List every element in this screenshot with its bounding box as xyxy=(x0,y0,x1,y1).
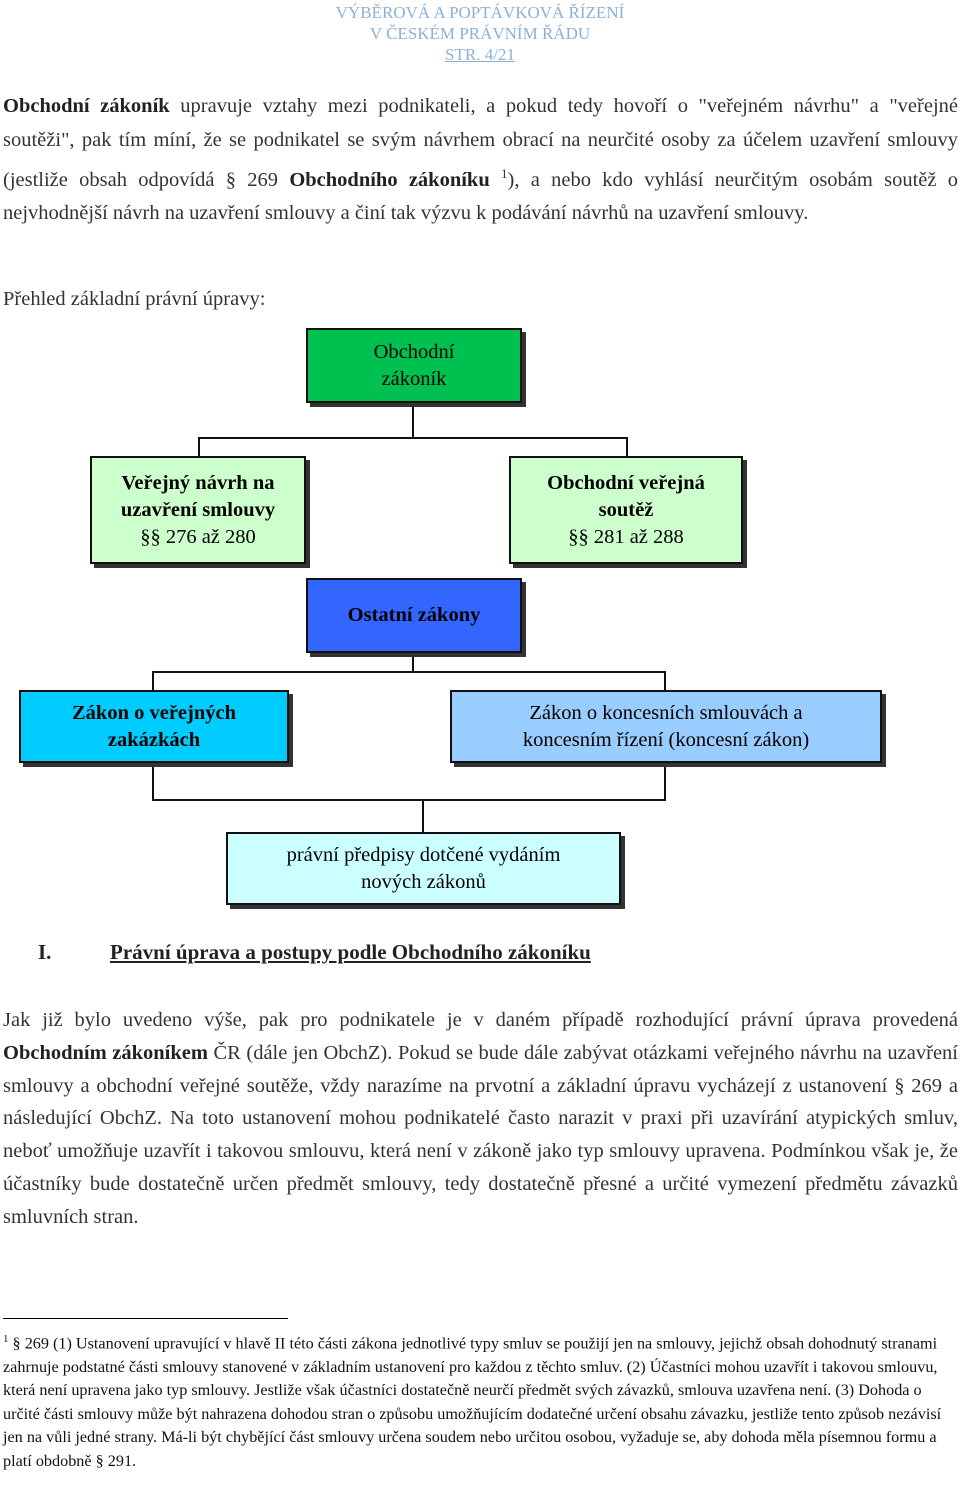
footnote-separator xyxy=(3,1318,288,1319)
node-text: Veřejný návrh na xyxy=(121,471,275,494)
connector-root-horizontal xyxy=(198,437,628,439)
connector-to-left xyxy=(198,437,200,457)
node-zakon-verejne-zakazky: Zákon o veřejných zakázkách xyxy=(19,690,289,763)
body-bold-1: Obchodním zákoníkem xyxy=(3,1041,208,1064)
node-text: uzavření smlouvy xyxy=(120,498,276,521)
body-text-2: ČR (dále jen ObchZ). Pokud se bude dále … xyxy=(3,1041,958,1228)
node-text: koncesním řízení (koncesní zákon) xyxy=(522,728,810,751)
node-text: Obchodní veřejná xyxy=(547,471,705,494)
running-header: VÝBĚROVÁ A POPTÁVKOVÁ ŘÍZENÍ V ČESKÉM PR… xyxy=(280,2,680,65)
header-line-2: V ČESKÉM PRÁVNÍM ŘÁDU xyxy=(369,24,591,43)
connector-to-bottom xyxy=(422,799,424,833)
node-text: Zákon o veřejných xyxy=(72,701,236,724)
node-text: soutěž xyxy=(598,498,654,521)
body-paragraph: Jak již bylo uvedeno výše, pak pro podni… xyxy=(3,1004,958,1234)
connector-to-law2 xyxy=(664,671,666,691)
node-text: Ostatní zákony xyxy=(347,604,481,626)
footnote-mark: 1 xyxy=(3,1333,9,1345)
node-obchodni-verejna-soutez: Obchodní veřejná soutěž §§ 281 až 288 xyxy=(509,456,743,564)
node-text: nových zákonů xyxy=(361,870,486,893)
connector-to-law1 xyxy=(152,671,154,691)
node-obchodni-zakonik: Obchodní zákoník xyxy=(306,328,522,403)
node-ostatni-zakony: Ostatní zákony xyxy=(306,578,522,653)
node-text: právní předpisy dotčené vydáním xyxy=(286,843,561,866)
node-text: §§ 281 až 288 xyxy=(568,525,684,548)
intro-paragraph: Obchodní zákoník upravuje vztahy mezi po… xyxy=(3,90,958,231)
overview-label: Přehled základní právní úpravy: xyxy=(3,288,266,310)
node-koncesni-zakon: Zákon o koncesních smlouvách a koncesním … xyxy=(450,690,882,763)
section-heading: I. Právní úprava a postupy podle Obchodn… xyxy=(38,940,591,965)
node-pravni-predpisy: právní předpisy dotčené vydáním nových zá… xyxy=(226,832,621,905)
body-text-1: Jak již bylo uvedeno výše, pak pro podni… xyxy=(3,1009,958,1031)
node-verejny-navrh: Veřejný návrh na uzavření smlouvy §§ 276 a… xyxy=(90,456,306,564)
section-number: I. xyxy=(38,940,52,964)
header-line-1: VÝBĚROVÁ A POPTÁVKOVÁ ŘÍZENÍ xyxy=(335,3,625,22)
intro-text-1: upravuje vztahy mezi podnikateli, a poku… xyxy=(3,95,959,191)
node-text: Obchodní xyxy=(373,340,455,363)
connector-law2-down xyxy=(664,762,666,800)
intro-bold-2: Obchodního zákoníku xyxy=(289,168,490,191)
footnote-ref[interactable]: 1 xyxy=(501,166,508,181)
connector-other-down xyxy=(412,652,414,672)
intro-text-2: ), a nebo kdo vyhlásí neurčitým osobám s… xyxy=(3,168,958,225)
connector-law1-down xyxy=(152,762,154,800)
connector-to-right xyxy=(626,437,628,457)
intro-bold-1: Obchodní zákoník xyxy=(3,95,170,117)
footnote-text: § 269 (1) Ustanovení upravující v hlavě … xyxy=(3,1334,942,1470)
connector-bottom-horizontal xyxy=(152,799,666,801)
page-number: STR. 4/21 xyxy=(445,45,515,64)
node-text: §§ 276 až 280 xyxy=(140,525,256,548)
node-text: zákoník xyxy=(381,367,447,390)
node-text: zakázkách xyxy=(107,728,201,751)
connector-laws-horizontal xyxy=(152,671,666,673)
connector-root-down xyxy=(412,402,414,438)
footnote: 1 § 269 (1) Ustanovení upravující v hlav… xyxy=(3,1328,953,1473)
section-title: Právní úprava a postupy podle Obchodního… xyxy=(110,940,591,964)
node-text: Zákon o koncesních smlouvách a xyxy=(529,701,803,724)
